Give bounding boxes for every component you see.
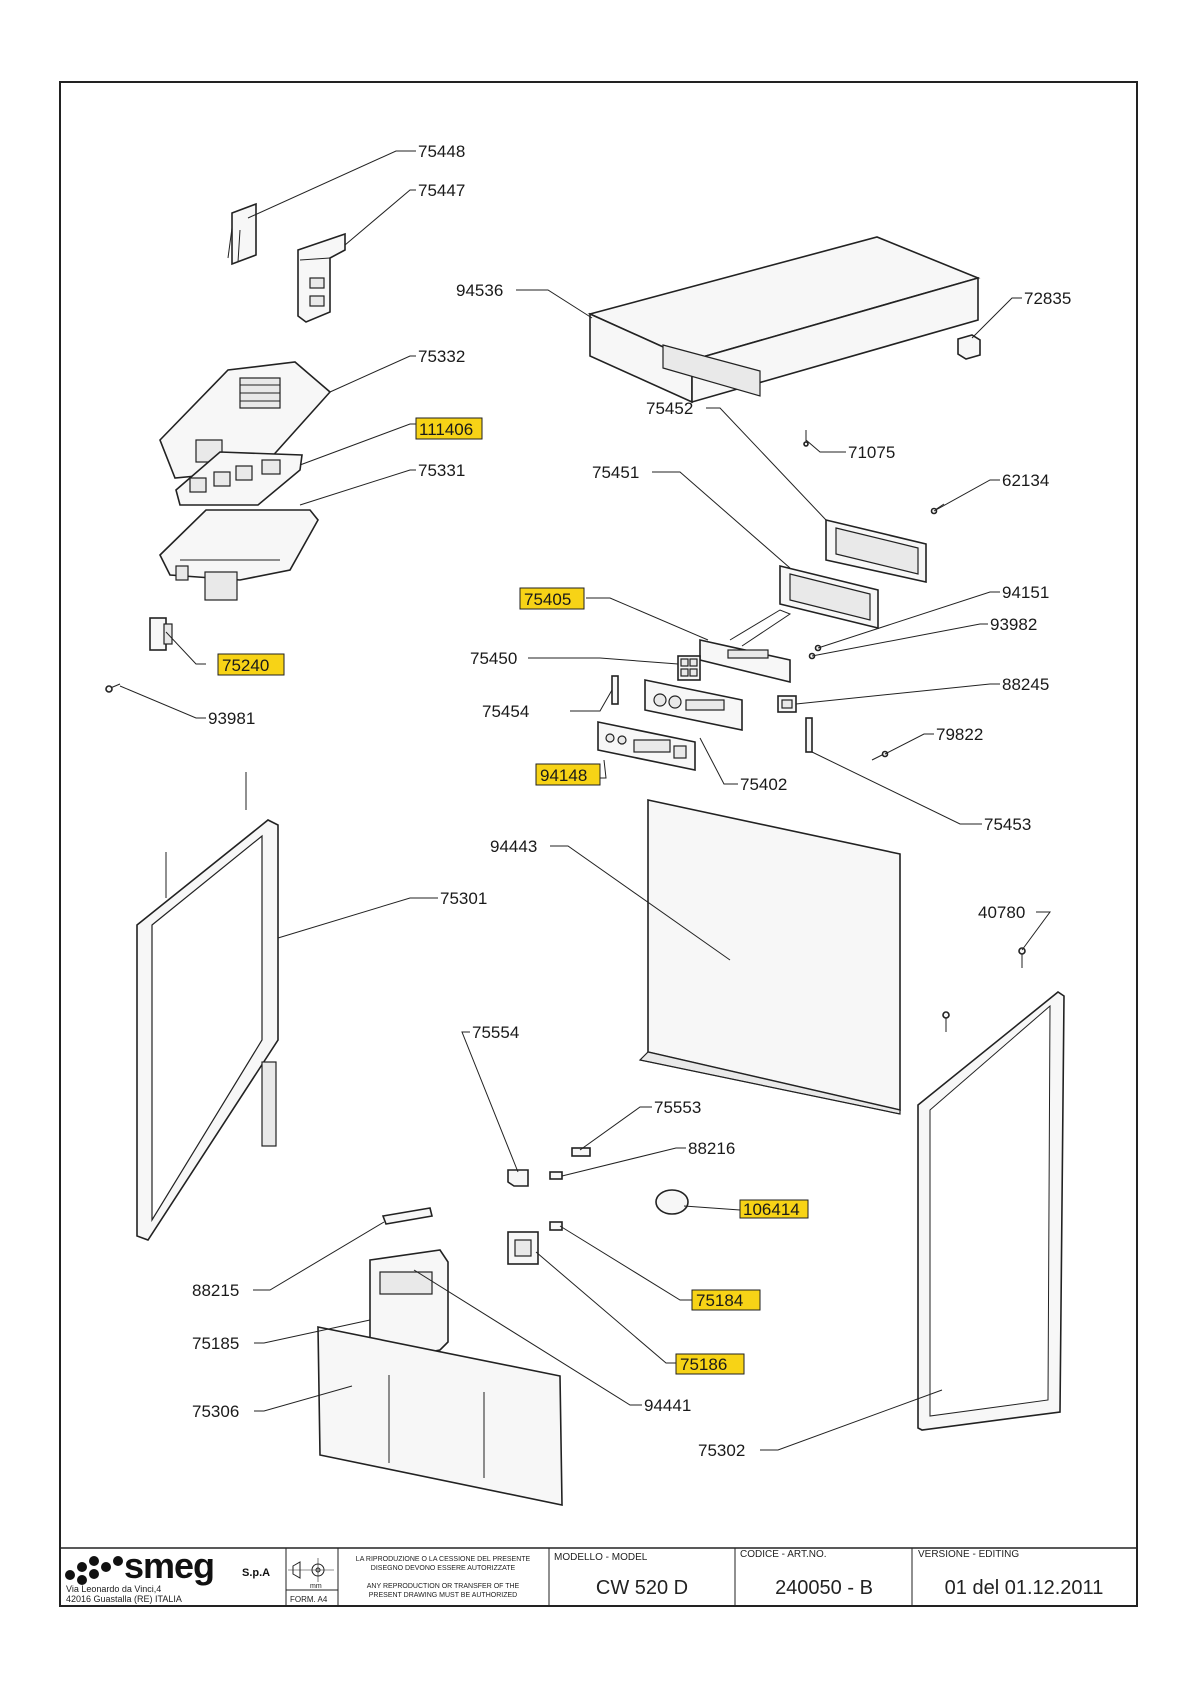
- latch-88245-drawing: [777, 695, 797, 713]
- address-line-1: Via Leonardo da Vinci,4: [66, 1584, 161, 1594]
- frame-75452-drawing: [825, 518, 927, 583]
- strip-88215-drawing: [381, 1207, 433, 1225]
- label-75332: 75332: [418, 347, 465, 366]
- label-75405-highlight: 75405: [519, 587, 585, 610]
- label-111406-highlight: 111406: [415, 417, 483, 440]
- label-88215: 88215: [192, 1281, 239, 1300]
- label-88245: 88245: [1002, 675, 1049, 694]
- form-label: FORM. A4: [290, 1595, 328, 1604]
- code-header: CODICE - ART.NO.: [740, 1549, 827, 1560]
- label-75554: 75554: [472, 1023, 519, 1042]
- label-75184-highlight: 75184: [691, 1289, 761, 1311]
- label-75450: 75450: [470, 649, 517, 668]
- label-106414: 106414: [743, 1200, 800, 1219]
- label-62134: 62134: [1002, 471, 1049, 490]
- label-79822: 79822: [936, 725, 983, 744]
- top-lid-94536-drawing: [587, 236, 981, 404]
- bracket-75447-drawing: [297, 232, 346, 323]
- keypad-75450-drawing: [677, 655, 701, 681]
- smeg-logo: smeg S.p.A: [65, 1545, 270, 1586]
- board-75405-drawing: [699, 609, 792, 684]
- label-75306: 75306: [192, 1402, 239, 1421]
- bracket-75554-drawing: [507, 1169, 529, 1187]
- label-111406: 111406: [419, 420, 473, 439]
- label-75185: 75185: [192, 1334, 239, 1353]
- label-94151: 94151: [1002, 583, 1049, 602]
- label-75331: 75331: [418, 461, 465, 480]
- label-75553: 75553: [654, 1098, 701, 1117]
- connector-88216-drawing: [549, 1171, 563, 1180]
- notice-english-2: PRESENT DRAWING MUST BE AUTHORIZED: [369, 1592, 517, 1599]
- right-panel-75302-drawing: [917, 991, 1065, 1431]
- screw-93981-drawing: [105, 683, 121, 693]
- label-72835: 72835: [1024, 289, 1071, 308]
- version-value: 01 del 01.12.2011: [945, 1577, 1104, 1599]
- left-frame-75301-drawing: [136, 772, 279, 1241]
- notice-english-1: ANY REPRODUCTION OR TRANSFER OF THE: [367, 1583, 520, 1590]
- label-75240: 75240: [222, 656, 269, 675]
- label-75302: 75302: [698, 1441, 745, 1460]
- base-panel-75306-drawing: [317, 1326, 563, 1506]
- label-75301: 75301: [440, 889, 487, 908]
- label-75186-highlight: 75186: [675, 1353, 745, 1375]
- tray-75331-drawing: [159, 509, 319, 601]
- address-line-2: 42016 Guastalla (RE) ITALIA: [66, 1594, 182, 1604]
- cap-72835-drawing: [957, 334, 981, 360]
- label-75451: 75451: [592, 463, 639, 482]
- label-75186: 75186: [680, 1355, 727, 1374]
- label-75452: 75452: [646, 399, 693, 418]
- model-value: CW 520 D: [596, 1577, 688, 1599]
- label-94148-highlight: 94148: [535, 763, 601, 786]
- cover-75332-drawing: [159, 361, 332, 479]
- label-71075: 71075: [848, 443, 895, 462]
- notice-italian-2: DISEGNO DEVONO ESSERE AUTORIZZATE: [371, 1565, 516, 1572]
- label-75402: 75402: [740, 775, 787, 794]
- bracket-75454-drawing: [611, 675, 619, 705]
- leader-lines: [119, 150, 1051, 1451]
- label-40780: 40780: [978, 903, 1025, 922]
- label-94536: 94536: [456, 281, 503, 300]
- bracket-75448-drawing: [227, 202, 257, 266]
- panel-75402-drawing: [644, 679, 743, 731]
- label-75447: 75447: [418, 181, 465, 200]
- label-94148: 94148: [540, 766, 587, 785]
- bracket-75453-drawing: [805, 717, 813, 753]
- label-75453: 75453: [984, 815, 1031, 834]
- version-header: VERSIONE - EDITING: [918, 1549, 1019, 1560]
- label-94443: 94443: [490, 837, 537, 856]
- label-93981: 93981: [208, 709, 255, 728]
- overlay-94148-drawing: [597, 721, 696, 771]
- pump-106414-drawing: [655, 1189, 741, 1215]
- brand-suffix: S.p.A: [242, 1567, 270, 1579]
- label-94441: 94441: [644, 1396, 691, 1415]
- label-75405: 75405: [524, 590, 571, 609]
- drawing-frame: [59, 81, 1138, 1607]
- screw-79822-drawing: [871, 750, 889, 761]
- label-75240-highlight: 75240: [217, 653, 285, 676]
- part-drawings: [105, 202, 1065, 1506]
- screws-40780-drawing: [942, 947, 1026, 1032]
- strip-75553-drawing: [571, 1147, 591, 1157]
- label-93982: 93982: [990, 615, 1037, 634]
- projection-symbol-icon: [288, 1558, 334, 1582]
- label-75454: 75454: [482, 702, 529, 721]
- gasket-75451-drawing: [779, 564, 879, 630]
- connector-75240-drawing: [149, 617, 173, 651]
- label-88216: 88216: [688, 1139, 735, 1158]
- valve-75184-75186-drawing: [507, 1221, 563, 1265]
- back-panel-94443-drawing: [638, 799, 901, 1115]
- label-75184: 75184: [696, 1291, 743, 1310]
- model-header: MODELLO - MODEL: [554, 1552, 648, 1563]
- label-75448: 75448: [418, 142, 465, 161]
- screw-71075-drawing: [803, 430, 809, 447]
- brand-name: smeg: [124, 1545, 214, 1586]
- unit-label: mm: [310, 1583, 322, 1590]
- label-106414-highlight: 106414: [739, 1199, 809, 1219]
- part-labels: 75448 75447 94536 72835 75332 111406 753…: [192, 142, 1071, 1460]
- notice-italian-1: LA RIPRODUZIONE O LA CESSIONE DEL PRESEN…: [356, 1556, 531, 1563]
- title-block: smeg S.p.A Via Leonardo da Vinci,4 42016…: [60, 1545, 1137, 1606]
- board-111406-drawing: [175, 451, 303, 506]
- code-value: 240050 - B: [775, 1577, 873, 1599]
